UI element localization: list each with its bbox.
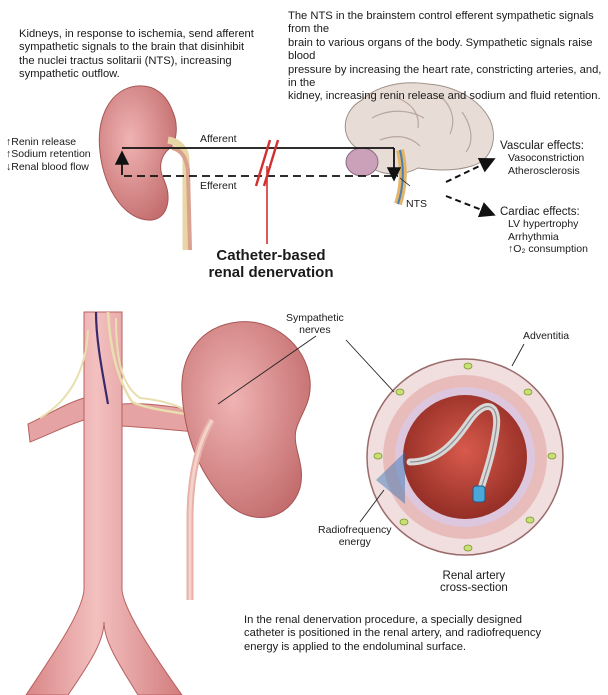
sympathetic-nerves-label: Sympathetic nerves [286, 312, 344, 337]
cardiac-effects-title: Cardiac effects: [500, 206, 588, 218]
cardiac-effects: Cardiac effects: LV hypertrophy Arrhythm… [500, 206, 588, 256]
adventitia-label: Adventitia [523, 330, 569, 342]
cardiac-item: LV hypertrophy [500, 218, 588, 230]
vascular-effects-title: Vascular effects: [500, 140, 584, 152]
cardiac-item: ↑O₂ consumption [500, 243, 588, 255]
effect-renin-release: ↑Renin release [6, 136, 91, 148]
cross-section-label: Renal artery cross-section [440, 570, 508, 595]
efferent-label: Efferent [200, 180, 237, 192]
vascular-effects: Vascular effects: Vasoconstriction Ather… [500, 140, 584, 177]
effect-sodium-retention: ↑Sodium retention [6, 148, 91, 160]
cardiac-item: Arrhythmia [500, 231, 588, 243]
nts-caption: The NTS in the brainstem control efferen… [288, 10, 608, 104]
afferent-label: Afferent [200, 133, 237, 145]
denervation-cut-marks [256, 140, 278, 244]
procedure-title: Catheter-based renal denervation [196, 247, 346, 281]
large-kidney-image [182, 322, 310, 600]
nts-label: NTS [406, 198, 427, 210]
effect-renal-blood-flow: ↓Renal blood flow [6, 161, 91, 173]
vascular-item: Vasoconstriction [500, 152, 584, 164]
kidney-caption: Kidneys, in response to ischemia, send a… [19, 28, 254, 82]
procedure-caption: In the renal denervation procedure, a sp… [244, 614, 541, 654]
radiofrequency-energy-label: Radiofrequency energy [318, 524, 392, 549]
top-kidney-image [99, 86, 190, 250]
cross-section-image [367, 359, 563, 555]
vascular-item: Atherosclerosis [500, 165, 584, 177]
kidney-effects-list: ↑Renin release ↑Sodium retention ↓Renal … [6, 136, 91, 173]
